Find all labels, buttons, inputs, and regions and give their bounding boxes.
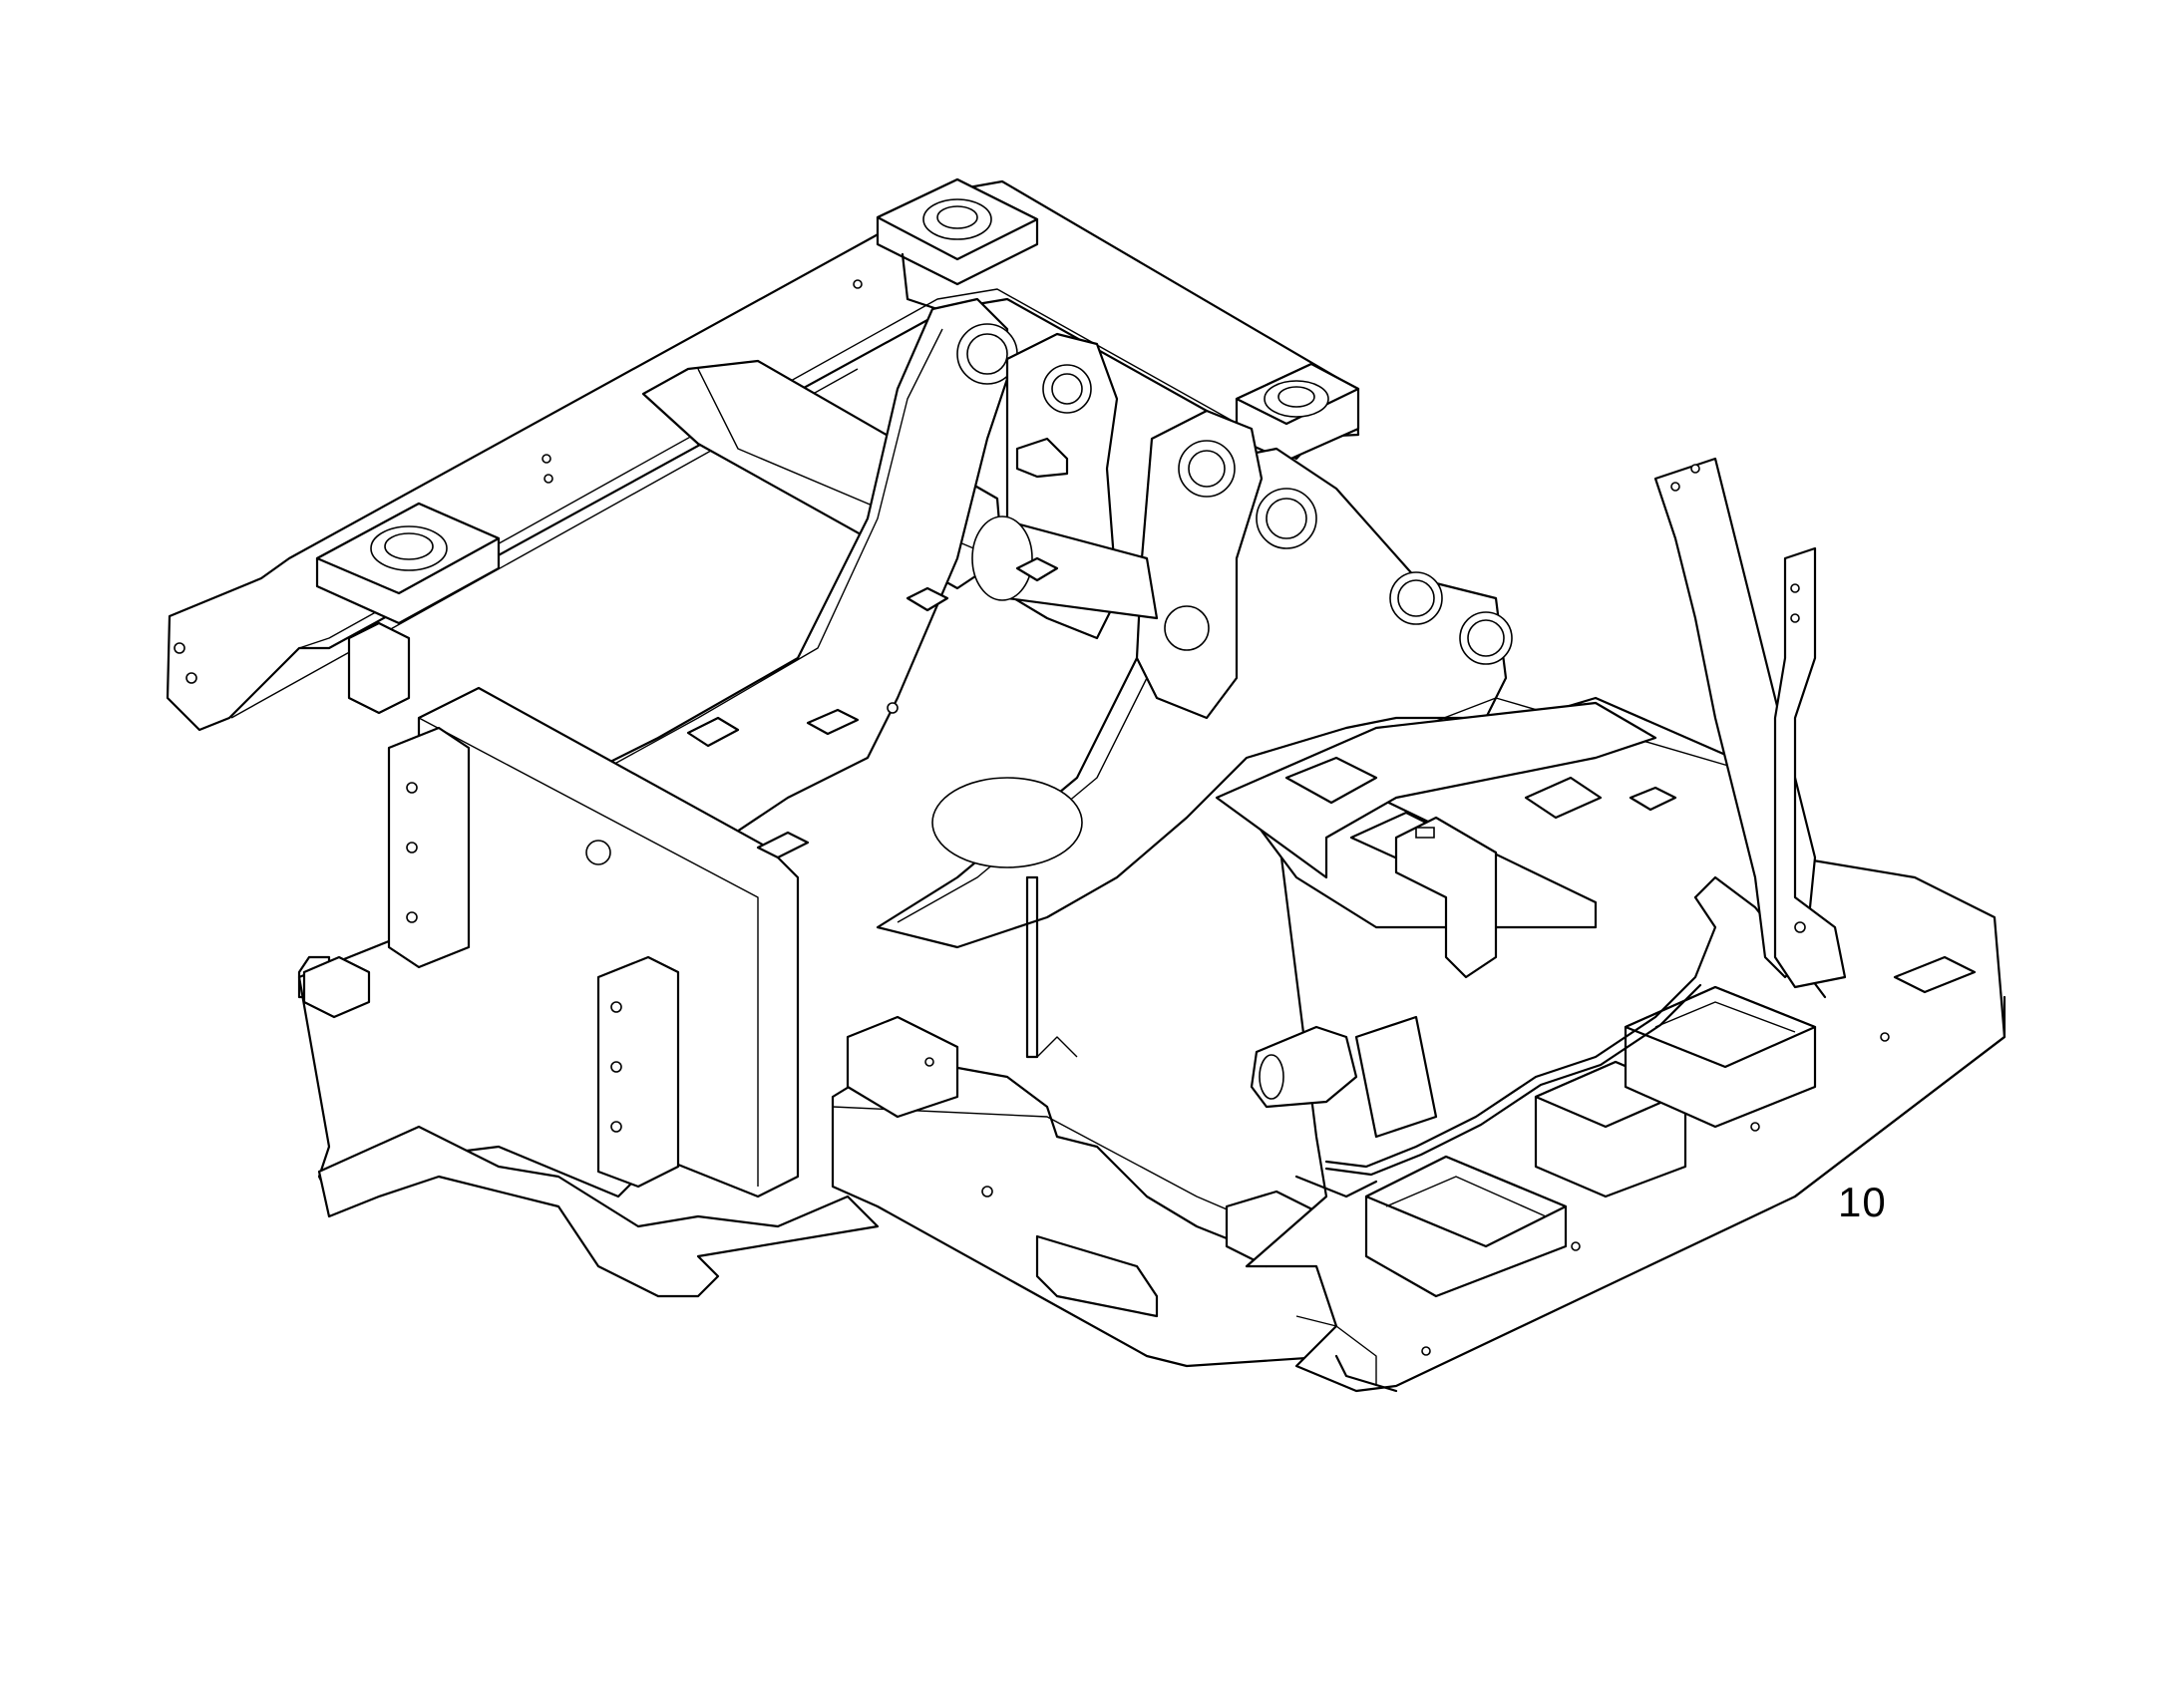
frame-right-edge <box>1336 997 2004 1391</box>
boom-mount-plate-left <box>578 299 1017 857</box>
link-pin-assembly <box>972 334 1262 718</box>
front-bracket <box>1027 818 1496 1057</box>
mount-pad-left <box>317 504 499 623</box>
mount-pad-rear <box>878 179 1037 309</box>
mount-pad-right <box>1237 364 1358 461</box>
battery-left <box>1366 1157 1566 1296</box>
callout-number: 10 <box>1838 1179 1887 1225</box>
small-pads <box>688 558 1057 1196</box>
bottom-plate <box>299 957 878 1296</box>
hydraulic-motor <box>1252 1017 1436 1137</box>
vertical-support-arm <box>1655 459 1845 987</box>
left-side-beam <box>299 623 798 1196</box>
